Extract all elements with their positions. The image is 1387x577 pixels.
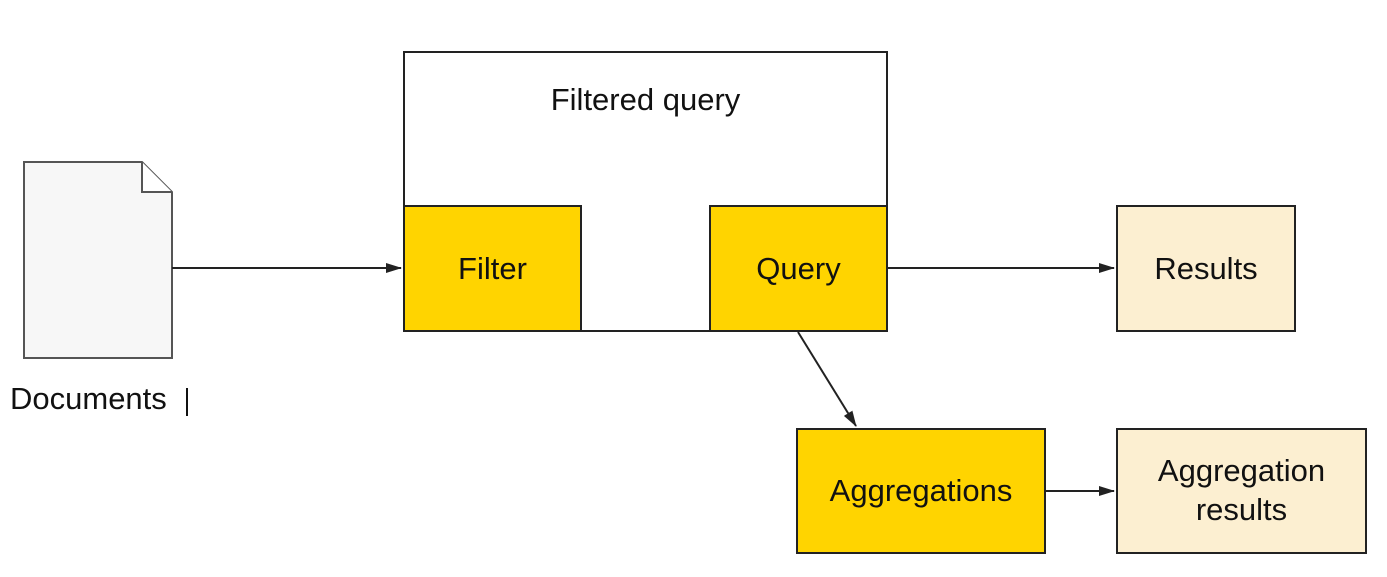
documents-label: Documents [10,381,167,416]
filtered-query-label: Filtered query [550,82,741,117]
query-label: Query [756,250,841,286]
edge-query-aggregations [797,331,857,427]
aggregations-label: Aggregations [829,473,1013,509]
results-label: Results [1154,250,1258,286]
filter-label: Filter [458,250,527,286]
query-node: Query [709,205,888,332]
filter-node: Filter [403,205,582,332]
aggregation-results-label: Aggregation results [1157,453,1326,527]
aggregation-results-node: Aggregation results [1116,428,1367,554]
results-node: Results [1116,205,1296,332]
text-cursor [186,388,188,416]
document-icon [23,161,173,359]
aggregations-node: Aggregations [796,428,1046,554]
